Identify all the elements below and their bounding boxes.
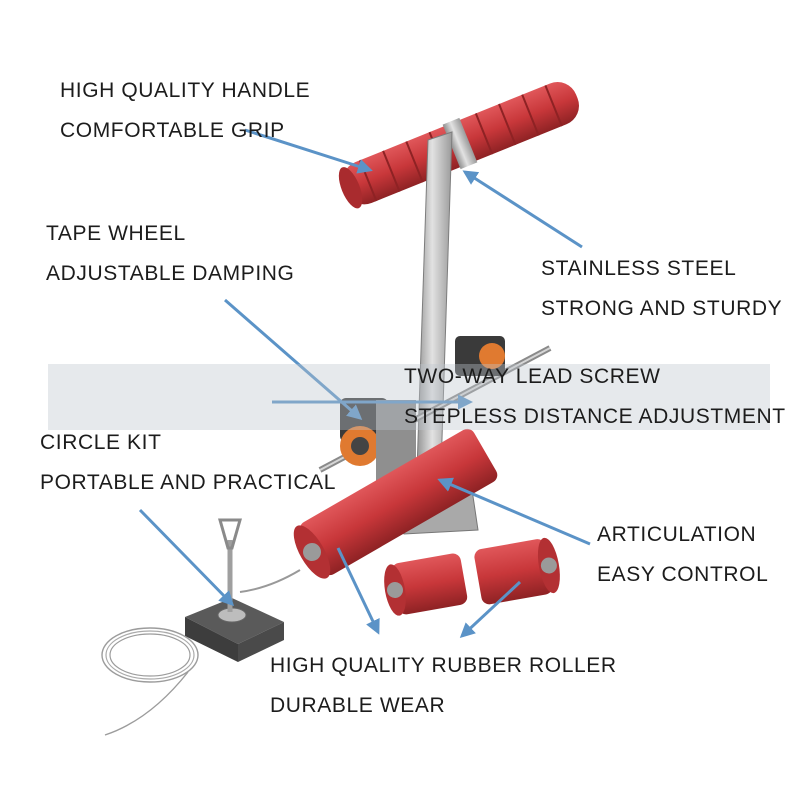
label-circle-kit: CIRCLE KIT PORTABLE AND PRACTICAL <box>40 423 336 503</box>
label-lead-screw-line2: STEPLESS DISTANCE ADJUSTMENT <box>404 405 786 428</box>
lead-screw-band <box>48 364 770 430</box>
label-stainless: STAINLESS STEEL STRONG AND STURDY <box>541 249 782 329</box>
arrow-roller-right <box>459 580 522 639</box>
label-circle-kit-line2: PORTABLE AND PRACTICAL <box>40 471 337 494</box>
label-tape-wheel: TAPE WHEEL ADJUSTABLE DAMPING <box>46 214 294 294</box>
rubber-rollers <box>293 428 560 616</box>
label-handle-line1: HIGH QUALITY HANDLE <box>60 79 311 102</box>
label-lead-screw-line1: TWO-WAY LEAD SCREW <box>404 365 661 388</box>
label-roller-line2: DURABLE WEAR <box>270 694 446 717</box>
label-roller-line1: HIGH QUALITY RUBBER ROLLER <box>270 654 617 677</box>
handle-grip <box>338 81 580 209</box>
label-stainless-line2: STRONG AND STURDY <box>541 297 783 320</box>
arrow-stainless <box>462 170 583 249</box>
arrow-circle-kit <box>138 508 235 607</box>
label-circle-kit-line1: CIRCLE KIT <box>40 431 162 454</box>
arrow-handle <box>244 128 373 174</box>
label-articulation: ARTICULATION EASY CONTROL <box>597 515 768 595</box>
label-articulation-line1: ARTICULATION <box>597 523 757 546</box>
label-lead-screw: TWO-WAY LEAD SCREW STEPLESS DISTANCE ADJ… <box>404 357 786 437</box>
label-articulation-line2: EASY CONTROL <box>597 563 769 586</box>
label-handle-line2: COMFORTABLE GRIP <box>60 119 285 142</box>
label-roller: HIGH QUALITY RUBBER ROLLER DURABLE WEAR <box>270 646 617 726</box>
arrow-articulation <box>437 477 591 546</box>
label-stainless-line1: STAINLESS STEEL <box>541 257 737 280</box>
label-tape-wheel-line1: TAPE WHEEL <box>46 222 186 245</box>
label-handle: HIGH QUALITY HANDLE COMFORTABLE GRIP <box>60 71 310 151</box>
callout-arrows <box>138 128 591 639</box>
arrow-tape-wheel <box>224 298 363 420</box>
label-tape-wheel-line2: ADJUSTABLE DAMPING <box>46 262 295 285</box>
arrow-roller-left <box>336 547 380 635</box>
